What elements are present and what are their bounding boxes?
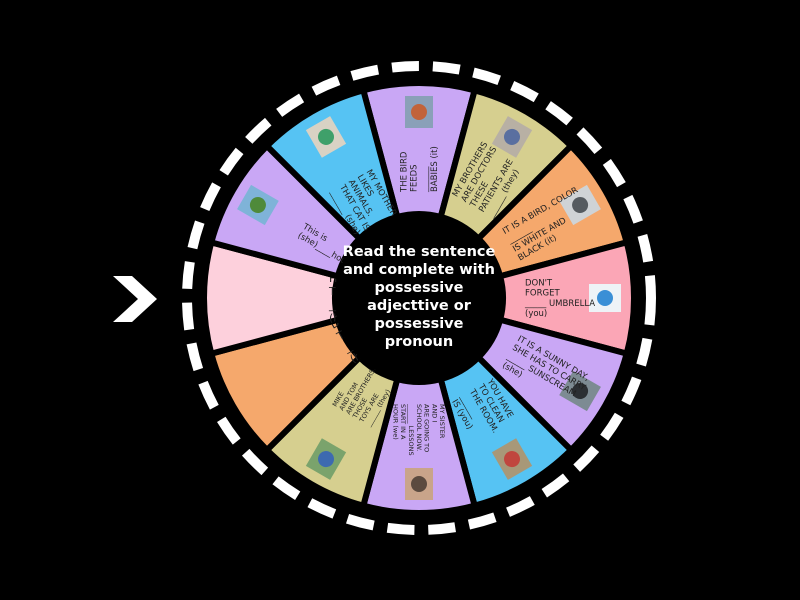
- segment-text-line: ARE GOING TO: [423, 404, 431, 452]
- instruction-text: Read the sentence and complete with poss…: [342, 244, 496, 350]
- segment-text-line: FEEDS: [410, 164, 420, 192]
- seagull-photo-subject: [572, 197, 589, 213]
- wheel-hub[interactable]: [335, 214, 503, 382]
- segment-text: THE BIRDFEEDS______BABIES (it): [400, 146, 441, 193]
- wheel-rim-dashes: [182, 61, 656, 535]
- house-photo-subject: [249, 197, 266, 213]
- segment-text-line: ______: [420, 166, 430, 193]
- segment-text-line: DON'T: [525, 279, 553, 289]
- segment-text-line: THE BIRD: [400, 151, 410, 193]
- patients-photo-subject: [504, 128, 520, 145]
- sunscreen-photo-subject: [572, 383, 589, 399]
- woman-cat-photo-subject: [318, 128, 334, 145]
- messy-room-photo-subject: [504, 451, 520, 468]
- toys-photo-subject: [318, 451, 334, 468]
- chevron-right-icon[interactable]: [113, 276, 157, 322]
- wheel-segment[interactable]: MY MOTHERLIKESANIMALS.THAT CAT IS______ …: [262, 86, 401, 243]
- segment-text-line: _____ UMBRELLA: [524, 299, 595, 309]
- segment-text-line: FORGET: [525, 289, 560, 299]
- segment-text-line: SCHOOL NOW.: [415, 404, 423, 451]
- segment-text-line: MY SISTER: [438, 404, 446, 439]
- segment-text-line: (you): [525, 309, 547, 319]
- segment-text-line: START IN A: [399, 404, 407, 440]
- segment-text-line: HOUR (we): [391, 404, 399, 440]
- segment-text-line: BABIES (it): [430, 146, 440, 192]
- bird-photo-subject: [411, 104, 427, 120]
- umbrella-photo-subject: [597, 290, 613, 306]
- school-photo-subject: [411, 476, 427, 492]
- segment-text-line: AND I: [430, 404, 438, 422]
- segment-text: MY SISTERAND IARE GOING TOSCHOOL NOW.___…: [391, 403, 446, 456]
- wheel-segment[interactable]: IT IS A BIRD, COLOR______IS WHITE ANDBLA…: [474, 141, 631, 280]
- segment-text-line: ______ LESSONS: [407, 403, 415, 456]
